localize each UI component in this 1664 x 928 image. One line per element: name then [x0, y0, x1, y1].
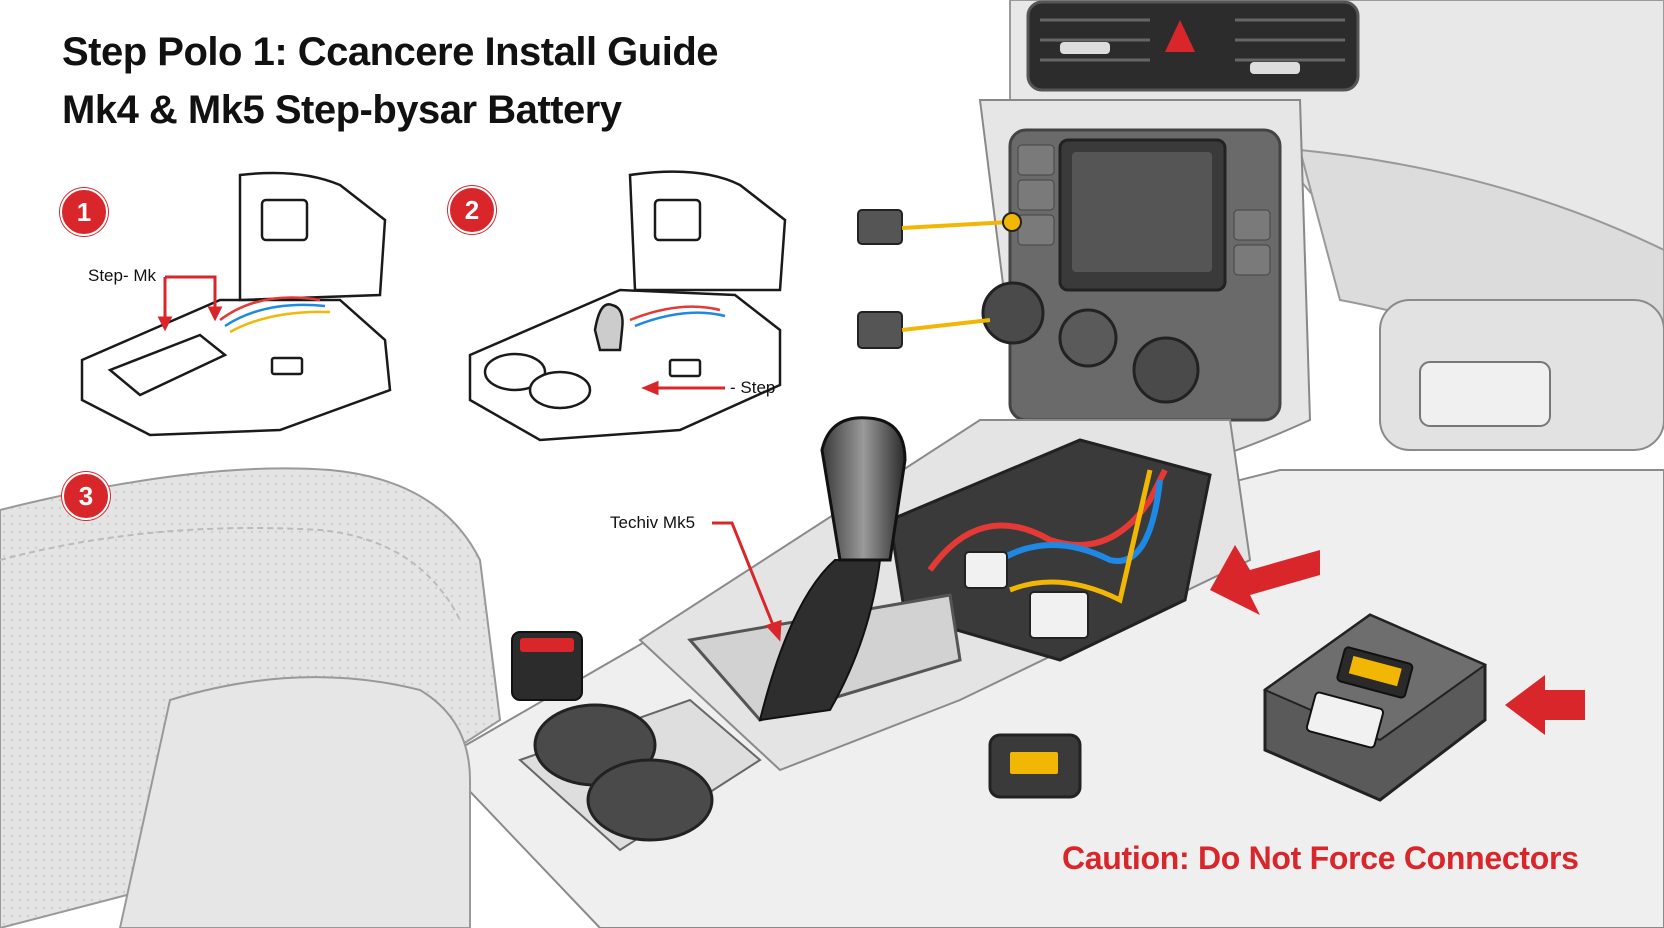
connector-block-2: [1029, 591, 1089, 639]
step-badge-1: 1: [60, 188, 108, 236]
dashboard: [857, 0, 1664, 472]
gear-knob: [820, 416, 907, 562]
aux-plug-icon: [857, 209, 903, 245]
connector-block: [964, 551, 1008, 589]
large-arrow-right: [1505, 675, 1585, 735]
glovebox-handle: [1419, 361, 1551, 427]
page-title-line2: Mk4 & Mk5 Step-bysar Battery: [62, 88, 622, 132]
step-badge-3: 3: [62, 472, 110, 520]
page-title-line1: Step Polo 1: Ccancere Install Guide: [62, 30, 719, 74]
blue-wire: [998, 479, 1163, 564]
red-wire: [927, 468, 1168, 572]
armrest: [118, 676, 471, 928]
usb-plug-icon: [857, 311, 903, 349]
callout-arrows: [157, 275, 782, 642]
yellow-wire: [1009, 469, 1153, 604]
large-arrow-left: [1210, 545, 1320, 615]
center-console: [438, 416, 1664, 928]
driver-seat: [0, 467, 583, 928]
cup-holder-2: [586, 758, 714, 842]
step3-callout: Techiv Mk5: [610, 513, 696, 532]
usb-a-port-icon: [1305, 691, 1385, 749]
climate-knob-right: [1132, 336, 1200, 404]
hazard-button-icon: [1165, 20, 1195, 52]
step1-callout: Step- Mk: [88, 266, 157, 285]
usb-adapter: [1262, 613, 1488, 802]
climate-knob-left: [981, 281, 1045, 345]
caution-text: Caution: Do Not Force Connectors: [1062, 840, 1579, 876]
climate-knob-center: [1058, 308, 1118, 368]
step2-callout: - Step: [730, 378, 776, 397]
step-badge-2: 2: [448, 186, 496, 234]
step1-console-sketch: [80, 171, 392, 437]
step2-console-sketch: [468, 170, 787, 442]
